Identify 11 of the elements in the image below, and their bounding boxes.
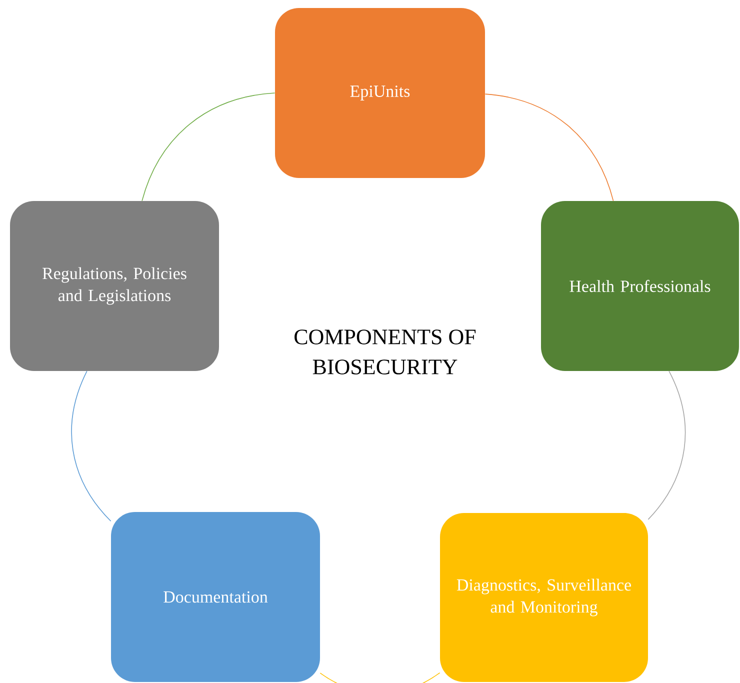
- connector-arc: [71, 370, 112, 522]
- connector-arc: [484, 94, 614, 202]
- connector-arc: [648, 370, 686, 520]
- component-box: Health Professionals: [541, 201, 739, 371]
- diagram-title: COMPONENTS OF BIOSECURITY: [294, 330, 476, 374]
- component-box: EpiUnits: [275, 8, 485, 178]
- component-box: Diagnostics, Surveillance and Monitoring: [440, 513, 648, 682]
- connector-arc: [142, 92, 276, 202]
- component-box: Regulations, Policies and Legislations: [10, 201, 219, 371]
- component-box: Documentation: [111, 512, 320, 682]
- connector-arc: [320, 672, 440, 683]
